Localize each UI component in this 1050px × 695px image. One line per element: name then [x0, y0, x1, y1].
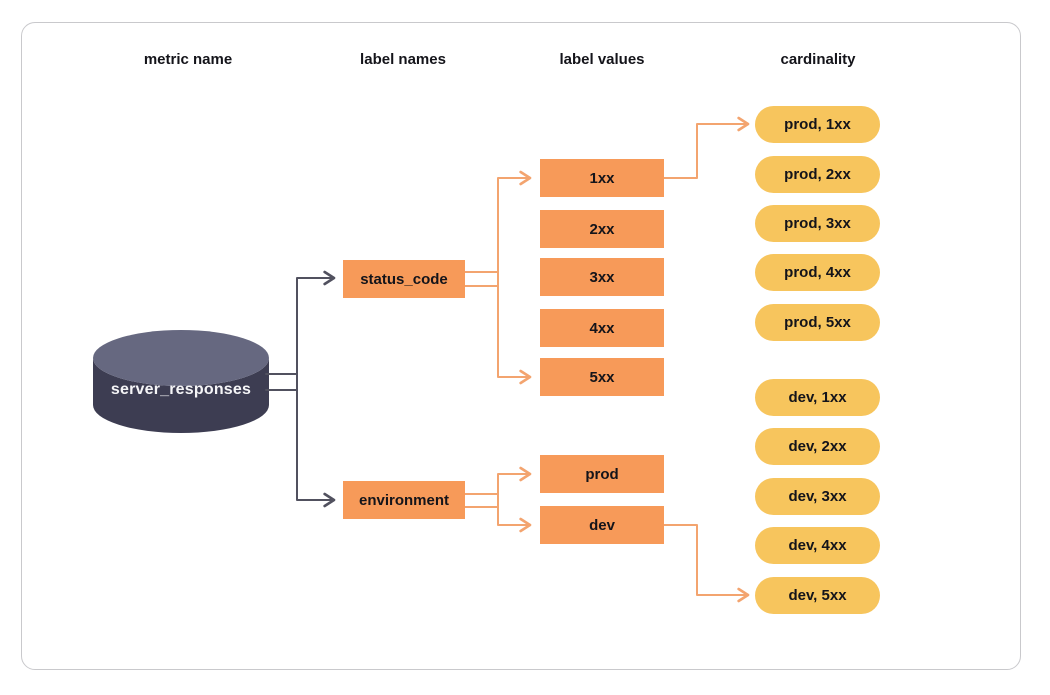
column-header-label-names: label names — [360, 51, 446, 68]
cardinality-pill-prod-4xx: prod, 4xx — [755, 254, 880, 291]
label-value-box-3xx: 3xx — [540, 258, 664, 296]
label-value-box-2xx: 2xx — [540, 210, 664, 248]
cardinality-pill-dev-3xx: dev, 3xx — [755, 478, 880, 515]
connector-status-code-to-5xx — [464, 285, 532, 385]
label-name-box-status-code: status_code — [343, 260, 465, 298]
label-value-box-prod: prod — [540, 455, 664, 493]
cardinality-pill-prod-2xx: prod, 2xx — [755, 156, 880, 193]
cylinder-top — [93, 330, 269, 386]
connector-environment-to-prod — [464, 466, 532, 495]
column-header-cardinality: cardinality — [780, 51, 856, 68]
label-name-box-environment: environment — [343, 481, 465, 519]
cardinality-pill-prod-5xx: prod, 5xx — [755, 304, 880, 341]
connector-status-code-to-1xx — [464, 170, 532, 273]
connector-1xx-to-prod-1xx — [663, 116, 750, 179]
label-value-box-1xx: 1xx — [540, 159, 664, 197]
connector-environment-to-dev — [464, 506, 532, 533]
label-value-box-5xx: 5xx — [540, 358, 664, 396]
cylinder-body — [93, 358, 269, 433]
cardinality-pill-dev-4xx: dev, 4xx — [755, 527, 880, 564]
cardinality-pill-dev-1xx: dev, 1xx — [755, 379, 880, 416]
connector-metric-to-status-code — [265, 270, 336, 375]
column-header-label-values: label values — [559, 51, 645, 68]
connector-dev-to-dev-5xx — [663, 524, 750, 603]
metric-database-cylinder — [93, 330, 269, 433]
cardinality-pill-dev-5xx: dev, 5xx — [755, 577, 880, 614]
label-value-box-dev: dev — [540, 506, 664, 544]
cardinality-pill-dev-2xx: dev, 2xx — [755, 428, 880, 465]
label-value-box-4xx: 4xx — [540, 309, 664, 347]
metric-name-label: server_responses — [110, 381, 252, 398]
cardinality-pill-prod-1xx: prod, 1xx — [755, 106, 880, 143]
connector-metric-to-environment — [265, 389, 336, 508]
column-header-metric-name: metric name — [143, 51, 233, 68]
cardinality-pill-prod-3xx: prod, 3xx — [755, 205, 880, 242]
